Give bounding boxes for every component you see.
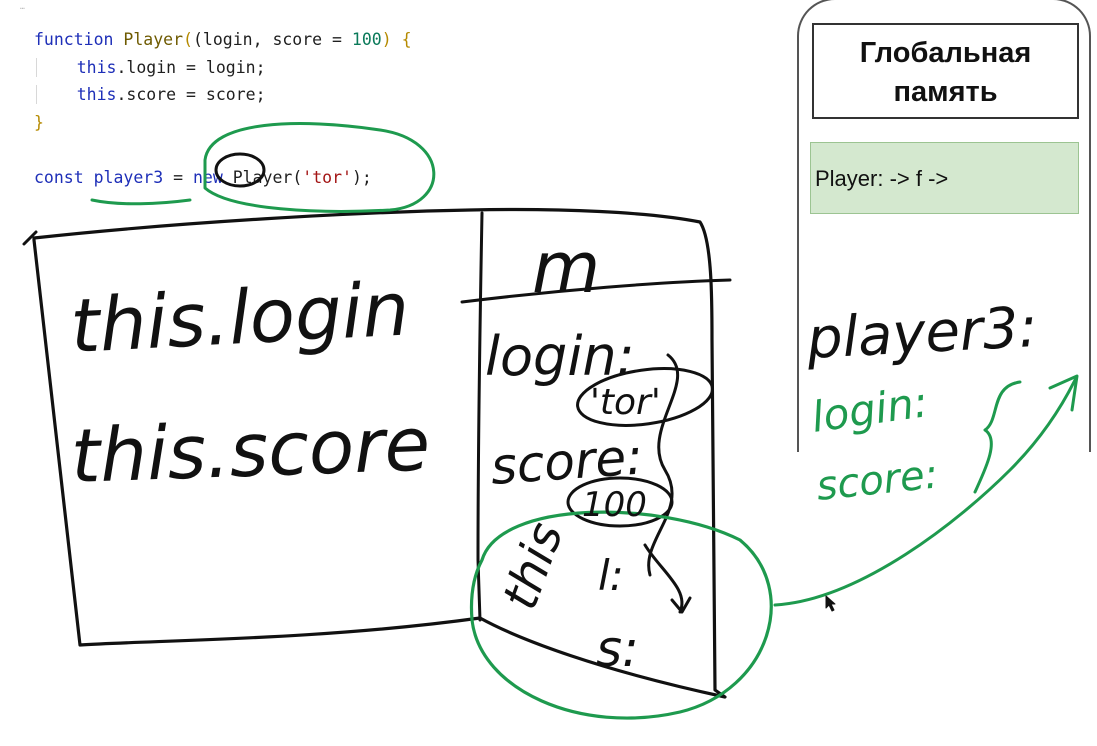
left-box-this-score: this.score (70, 402, 432, 500)
green-oval-new (203, 122, 436, 213)
memory-green-login: login: (809, 377, 931, 442)
global-memory-title: Глобальная память (812, 23, 1079, 119)
global-memory-panel (797, 0, 1091, 452)
keyword-const: const (34, 167, 84, 187)
code-line-6: const player3 = new Player('tor'); (34, 168, 372, 187)
assign-score: .score = score; (116, 85, 266, 104)
default-score-value: 100 (351, 30, 382, 49)
call-end: ); (351, 167, 372, 187)
scope-login-value: 'tor' (590, 382, 661, 423)
mouse-cursor-icon (825, 595, 836, 612)
argument-tor: 'tor' (302, 167, 352, 187)
assign-op: = (163, 167, 193, 187)
assign-login: .login = login; (116, 57, 266, 77)
left-box-this-login: this.login (68, 266, 411, 370)
keyword-this: this (76, 85, 117, 104)
green-circle-this (469, 510, 773, 720)
scope-this-l: l: (598, 551, 624, 600)
global-memory-entry-player: Player: -> f -> (810, 142, 1079, 214)
scope-score-label: score: (489, 427, 645, 495)
function-close-brace: } (34, 112, 44, 132)
constructor-call: Player( (222, 167, 303, 187)
scope-this-s: s: (596, 620, 639, 678)
scope-score-value: 100 (582, 485, 647, 525)
code-line-3: this.score = score; (77, 85, 266, 104)
scope-header-m: m (532, 227, 600, 309)
keyword-function: function (34, 30, 114, 49)
green-brace (973, 380, 1022, 494)
keyword-this: this (76, 57, 117, 77)
code-editor: function Player((login, score = 100) { t… (34, 26, 412, 191)
green-underline (90, 198, 192, 206)
scope-login-label: login: (485, 325, 635, 388)
oval-tor-value (576, 367, 714, 427)
scope-header-underline (460, 278, 732, 304)
code-line-1: function Player((login, score = 100) { (34, 30, 412, 49)
box-left-edge-mark (22, 230, 38, 246)
memory-green-score: score: (814, 451, 940, 509)
this-score-pointer (643, 543, 692, 614)
code-line-2: this.login = login; (77, 58, 266, 77)
memory-player3-label: player3: (804, 295, 1039, 372)
this-login-pointer (647, 353, 680, 577)
green-arrow-to-player3 (773, 378, 1077, 607)
editor-breadcrumb-fragment: … (20, 2, 25, 11)
execution-context-box (32, 207, 727, 699)
function-params: (login, score = (192, 30, 352, 49)
scope-this-label: this (492, 515, 575, 616)
black-circle-new (214, 152, 266, 188)
scope-divider-line (476, 211, 484, 622)
function-params-close: ) { (381, 30, 412, 49)
variable-player3: player3 (93, 167, 164, 187)
function-name: Player (123, 30, 184, 49)
green-arrowhead (1048, 374, 1079, 412)
